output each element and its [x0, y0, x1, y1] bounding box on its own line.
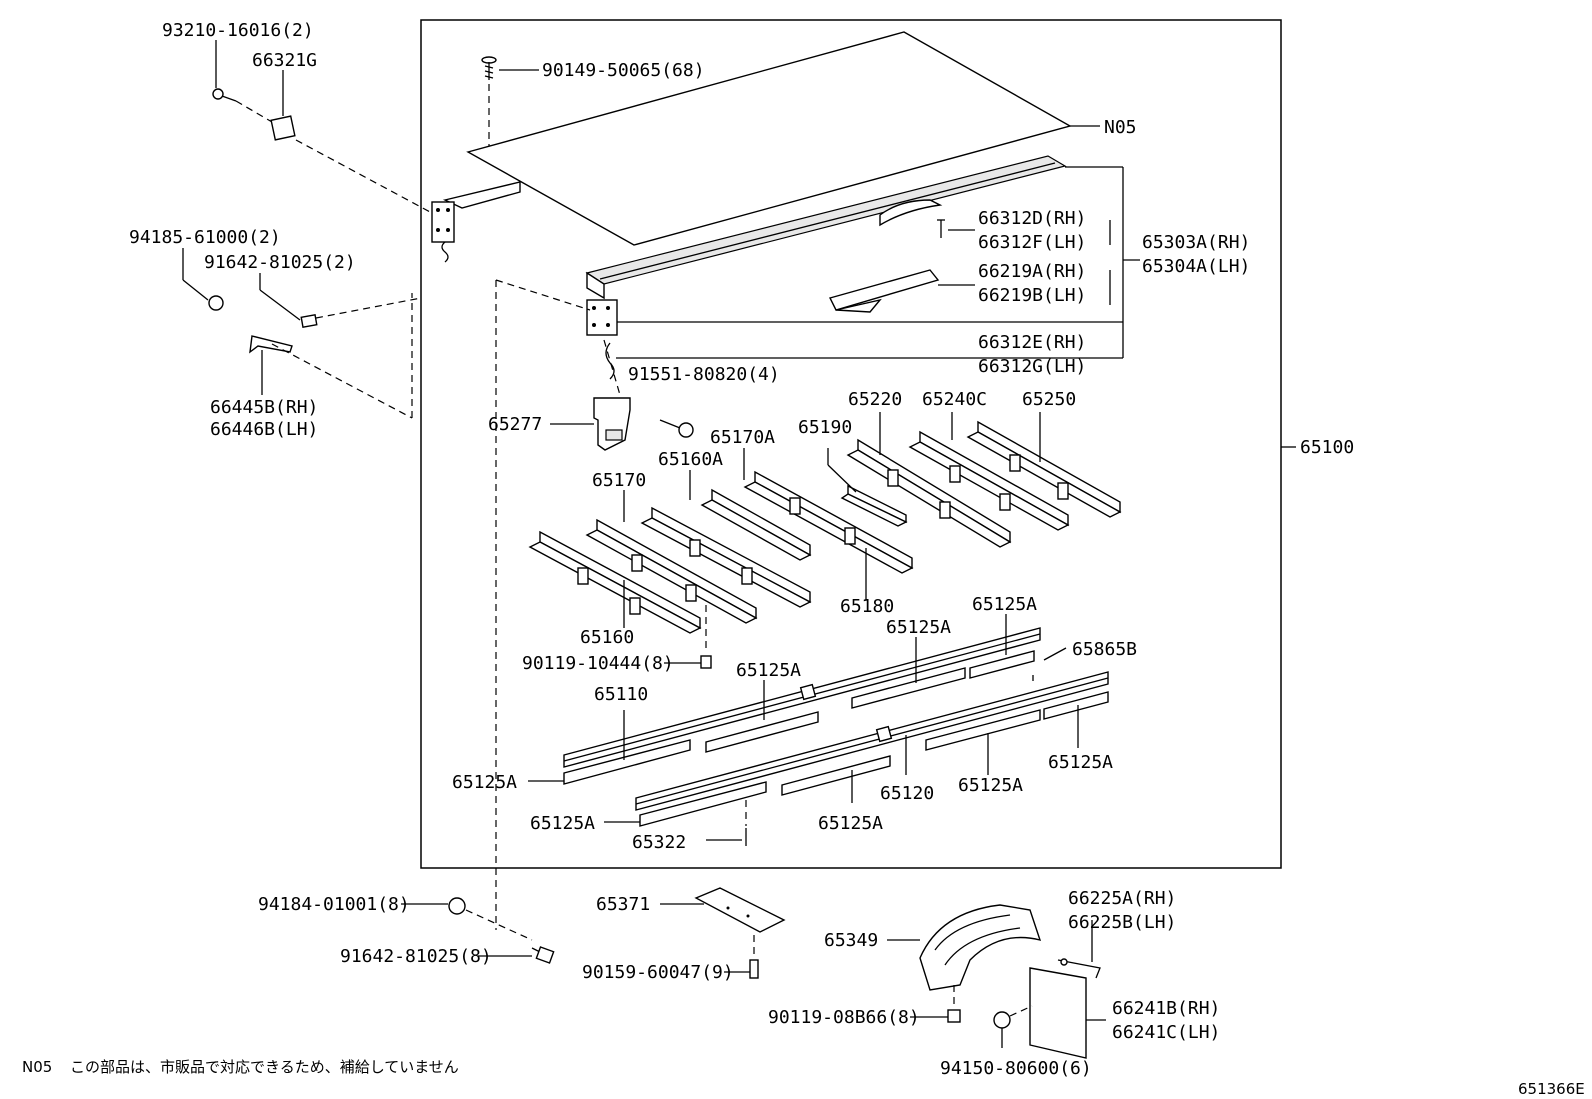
label-66219B: 66219B(LH) [978, 285, 1086, 306]
label-90119-08B66: 90119-08B66(8) [768, 1007, 920, 1028]
label-90149: 90149-50065(68) [542, 60, 705, 81]
label-65190: 65190 [798, 417, 852, 438]
pin-65322 [706, 800, 747, 846]
fender-65349 [887, 904, 1042, 991]
bracket-66219A [828, 269, 975, 313]
sill-leaders [528, 614, 1079, 823]
group-bracket-right [1109, 167, 1140, 358]
label-66241B: 66241B(RH) [1112, 998, 1220, 1019]
crossmember-65190 [840, 484, 908, 527]
label-65277: 65277 [488, 414, 542, 435]
label-65349: 65349 [824, 930, 878, 951]
label-65125A-5: 65125A [452, 772, 517, 793]
bracket-66225A [1057, 920, 1101, 979]
bolt-91642b [478, 946, 555, 964]
mudflap-66241B [1029, 967, 1106, 1059]
spacers-65125A [563, 650, 1109, 827]
label-65180: 65180 [840, 596, 894, 617]
crossmember-65160 [585, 518, 758, 624]
label-91642a: 91642-81025(2) [204, 252, 356, 273]
label-65170A: 65170A [710, 427, 775, 448]
label-65160A: 65160A [658, 449, 723, 470]
crossmember-65170A [743, 470, 914, 574]
label-91642b: 91642-81025(8) [340, 946, 492, 967]
label-90159: 90159-60047(9) [582, 962, 734, 983]
nut-94185 [182, 248, 224, 311]
label-65125A-4: 65125A [1048, 752, 1113, 773]
label-65120: 65120 [880, 783, 934, 804]
screw-90149 [481, 56, 539, 146]
label-66445B: 66445B(RH) [210, 397, 318, 418]
crossmember-65220 [846, 438, 1012, 548]
crossmember-leaders [623, 412, 1041, 628]
screw-90159 [724, 935, 759, 979]
bolt-90119-08B66 [910, 985, 961, 1023]
label-94185: 94185-61000(2) [129, 227, 281, 248]
end-rail-left [431, 181, 521, 263]
label-65110: 65110 [594, 684, 648, 705]
label-65371: 65371 [596, 894, 650, 915]
label-94150: 94150-80600(6) [940, 1058, 1092, 1079]
label-66225A: 66225A(RH) [1068, 888, 1176, 909]
label-65170: 65170 [592, 470, 646, 491]
bolt-91551 [603, 339, 694, 438]
label-65125A-8: 65125A [818, 813, 883, 834]
bolt-91642a [259, 273, 422, 328]
assembly-frame [420, 19, 1282, 869]
label-90119-10444: 90119-10444(8) [522, 653, 674, 674]
sill-65120 [635, 671, 1109, 811]
label-66312D: 66312D(RH) [978, 208, 1086, 229]
label-65125A-1: 65125A [972, 594, 1037, 615]
label-65240C: 65240C [922, 389, 987, 410]
label-65160: 65160 [580, 627, 634, 648]
crossmember-front [528, 530, 702, 634]
part-labels: 93210-16016(2) 66321G 94185-61000(2) 916… [129, 20, 1354, 1079]
label-66446B: 66446B(LH) [210, 419, 318, 440]
label-65125A-6: 65125A [958, 775, 1023, 796]
label-65303A: 65303A(RH) [1142, 232, 1250, 253]
label-65250: 65250 [1022, 389, 1076, 410]
label-66321G: 66321G [252, 50, 317, 71]
bracket-66445B [249, 293, 413, 419]
footnote-text: この部品は、市販品で対応できるため、補給していません [70, 1058, 459, 1076]
nut-66321G [270, 70, 433, 214]
deck-panel [466, 31, 1100, 246]
label-65100: 65100 [1300, 437, 1354, 458]
label-66241C: 66241C(LH) [1112, 1022, 1220, 1043]
side-rail [585, 155, 1123, 336]
crossmember-65240C [908, 430, 1070, 531]
plate-65371 [660, 887, 786, 933]
crossmember-65250 [966, 420, 1122, 518]
label-65322: 65322 [632, 832, 686, 853]
label-65125A-3: 65125A [736, 660, 801, 681]
clip-66312E [605, 342, 1123, 380]
sill-65110 [563, 627, 1041, 768]
label-93210: 93210-16016(2) [162, 20, 314, 41]
label-N05: N05 [1104, 117, 1137, 138]
label-65304A: 65304A(LH) [1142, 256, 1250, 277]
label-66312F: 66312F(LH) [978, 232, 1086, 253]
label-91551: 91551-80820(4) [628, 364, 780, 385]
footnote-code: N05 [22, 1058, 52, 1076]
nut-94184 [401, 897, 533, 941]
crossmember-65160A [700, 488, 812, 561]
label-94184: 94184-01001(8) [258, 894, 410, 915]
label-65220: 65220 [848, 389, 902, 410]
label-65125A-7: 65125A [530, 813, 595, 834]
label-65125A-2: 65125A [886, 617, 951, 638]
pin-66312D [937, 219, 975, 238]
label-66312G: 66312G(LH) [978, 356, 1086, 377]
figure-id: 651366E [1518, 1080, 1585, 1098]
crossmember-65170 [640, 506, 812, 608]
label-66219A: 66219A(RH) [978, 261, 1086, 282]
bolt-93210 [212, 40, 273, 123]
bracket-65277 [550, 397, 631, 451]
label-66225B: 66225B(LH) [1068, 912, 1176, 933]
label-65865B: 65865B [1072, 639, 1137, 660]
nut-94150 [993, 1005, 1033, 1048]
bolt-90119-10444 [664, 605, 712, 669]
label-66312E: 66312E(RH) [978, 332, 1086, 353]
